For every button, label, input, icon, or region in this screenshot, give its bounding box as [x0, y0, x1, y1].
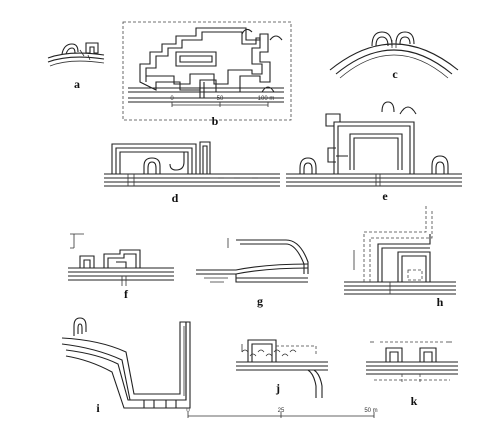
- panel-a-plan: [47, 42, 105, 67]
- panel-e-label: e: [382, 189, 388, 203]
- panel-j-label: j: [275, 381, 280, 395]
- panel-e-plan: [286, 101, 462, 187]
- main-scale-tick-0: 0: [186, 408, 190, 414]
- panel-c-plan: [329, 31, 459, 79]
- panel-k-label: k: [411, 394, 418, 408]
- panel-f-label: f: [124, 287, 129, 301]
- panel-d-plan: [104, 141, 280, 187]
- panel-b-scale-tick-2: 100 m: [258, 96, 275, 102]
- panel-d-label: d: [172, 191, 179, 205]
- panel-f-plan: [68, 233, 174, 286]
- panel-a-label: a: [74, 77, 80, 91]
- main-scale-tick-2: 50 m: [364, 408, 377, 414]
- panel-k-plan: [366, 341, 458, 382]
- panel-i-plan: [61, 317, 191, 409]
- panel-g-plan: [196, 238, 309, 283]
- panel-b-scale-tick-0: 0: [170, 96, 174, 102]
- panel-i-label: i: [96, 401, 100, 415]
- panel-b-scale-tick-1: 50: [217, 96, 224, 102]
- panel-b-label: b: [212, 114, 219, 128]
- panel-b-plan: [122, 21, 292, 121]
- panel-j-plan: [236, 339, 328, 398]
- main-scale-tick-1: 25: [278, 408, 285, 414]
- panel-g-label: g: [257, 294, 263, 308]
- panel-h-label: h: [437, 295, 444, 309]
- panel-h-plan: [344, 204, 456, 295]
- main-scale-bar: [187, 412, 375, 418]
- panel-c-label: c: [392, 67, 398, 81]
